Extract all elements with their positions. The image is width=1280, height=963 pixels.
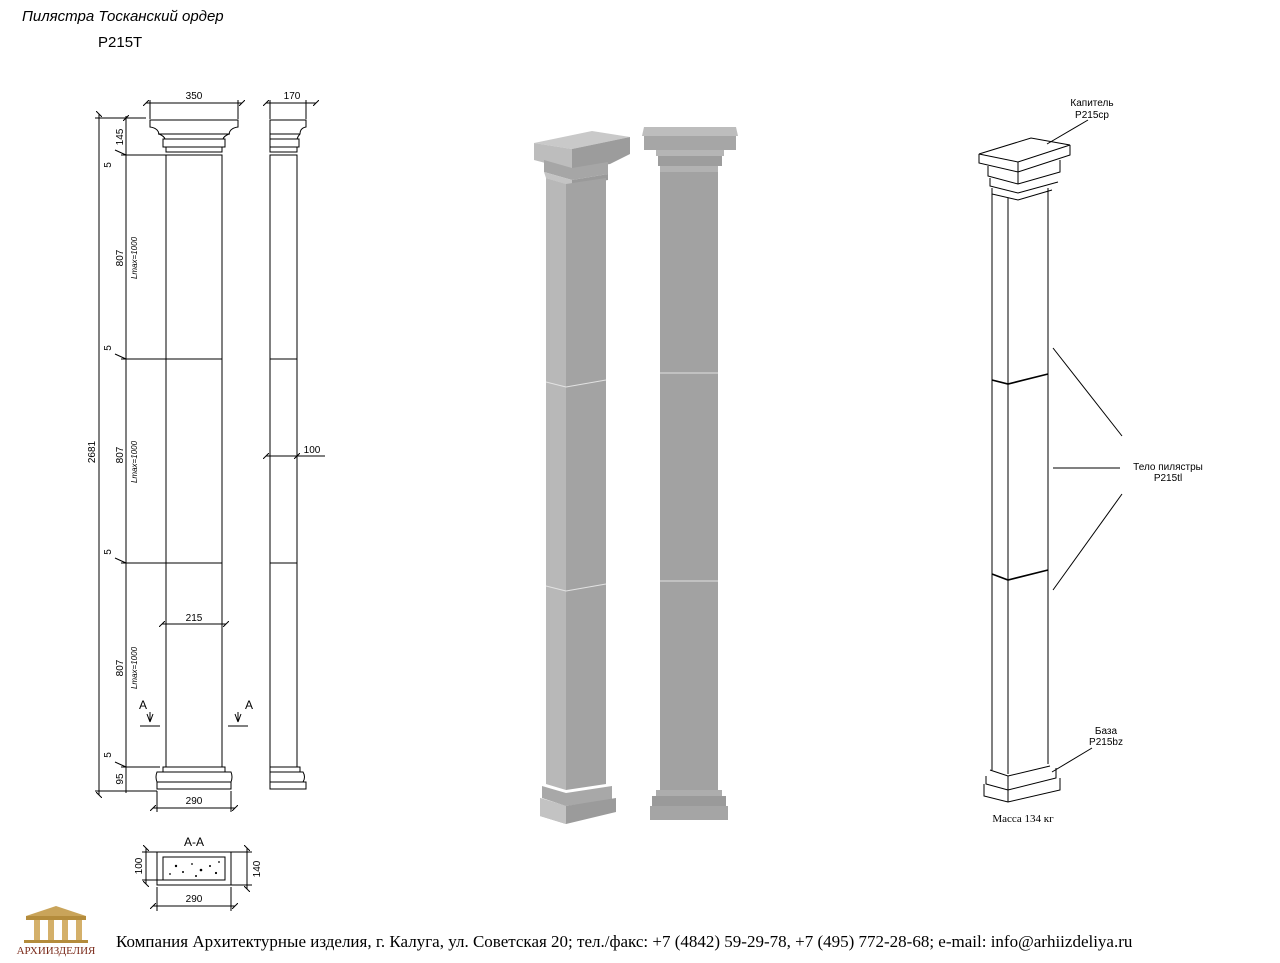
front-capital-outline: [149, 119, 239, 140]
front-elevation: [95, 100, 248, 812]
dim-gap-1: 5: [103, 162, 114, 168]
front-shaft: [165, 154, 223, 768]
dim-body-width: 215: [186, 613, 203, 624]
dim-capital-height: 145: [115, 128, 126, 145]
dim-section-height-left: 100: [134, 857, 145, 874]
front-dimension-labels: 350 290 215 2681 145 5 807 Lmax=1000 5 8…: [87, 91, 253, 807]
dim-base-width: 290: [186, 796, 203, 807]
isometric-drawing: [978, 119, 1123, 803]
dim-gap-4: 5: [103, 752, 114, 758]
section-mark-left: A: [139, 698, 147, 712]
dim-base-height: 95: [115, 773, 126, 785]
dim-segment-3: 807: [115, 659, 126, 676]
callout-base-code: P215bz: [1089, 737, 1123, 748]
logo-text: АРХИИЗДЕЛИЯ: [17, 945, 96, 957]
product-code: P215T: [98, 34, 143, 51]
render-front: [642, 127, 738, 820]
dim-section-height-right: 140: [252, 860, 263, 877]
dim-gap-3: 5: [103, 549, 114, 555]
company-logo: АРХИИЗДЕЛИЯ: [17, 906, 96, 957]
callout-capital-code: P215cp: [1075, 110, 1109, 121]
render-front-shaft: [660, 172, 718, 790]
section-mark-right: A: [245, 698, 253, 712]
section-a-a: [142, 848, 252, 911]
dim-segment-2: 807: [115, 446, 126, 463]
section-title: A-A: [184, 835, 204, 849]
callout-capital-label: Капитель: [1070, 98, 1113, 109]
dim-gap-2: 5: [103, 345, 114, 351]
dim-segment-1: 807: [115, 249, 126, 266]
dim-lmax-1: Lmax=1000: [130, 236, 139, 279]
callout-body-code: P215tl: [1154, 473, 1182, 484]
callout-body-label: Тело пилястры: [1133, 462, 1203, 473]
dim-lmax-2: Lmax=1000: [130, 440, 139, 483]
dim-section-width: 290: [186, 894, 203, 905]
section-hatch: [169, 861, 220, 877]
render-three-quarter: [534, 131, 630, 824]
drawing-title: Пилястра Тосканский ордер: [22, 8, 224, 25]
dim-lmax-3: Lmax=1000: [130, 646, 139, 689]
dim-side-depth-capital: 170: [284, 91, 301, 102]
dim-total-height: 2681: [87, 440, 98, 463]
side-elevation: [266, 100, 325, 790]
callout-base-label: База: [1095, 726, 1118, 737]
company-footer: Компания Архитектурные изделия, г. Калуг…: [116, 932, 1133, 951]
dim-capital-width: 350: [186, 91, 203, 102]
mass-label: Масса 134 кг: [992, 813, 1054, 825]
dim-side-depth-body: 100: [304, 445, 321, 456]
front-base-outline: [155, 771, 233, 783]
